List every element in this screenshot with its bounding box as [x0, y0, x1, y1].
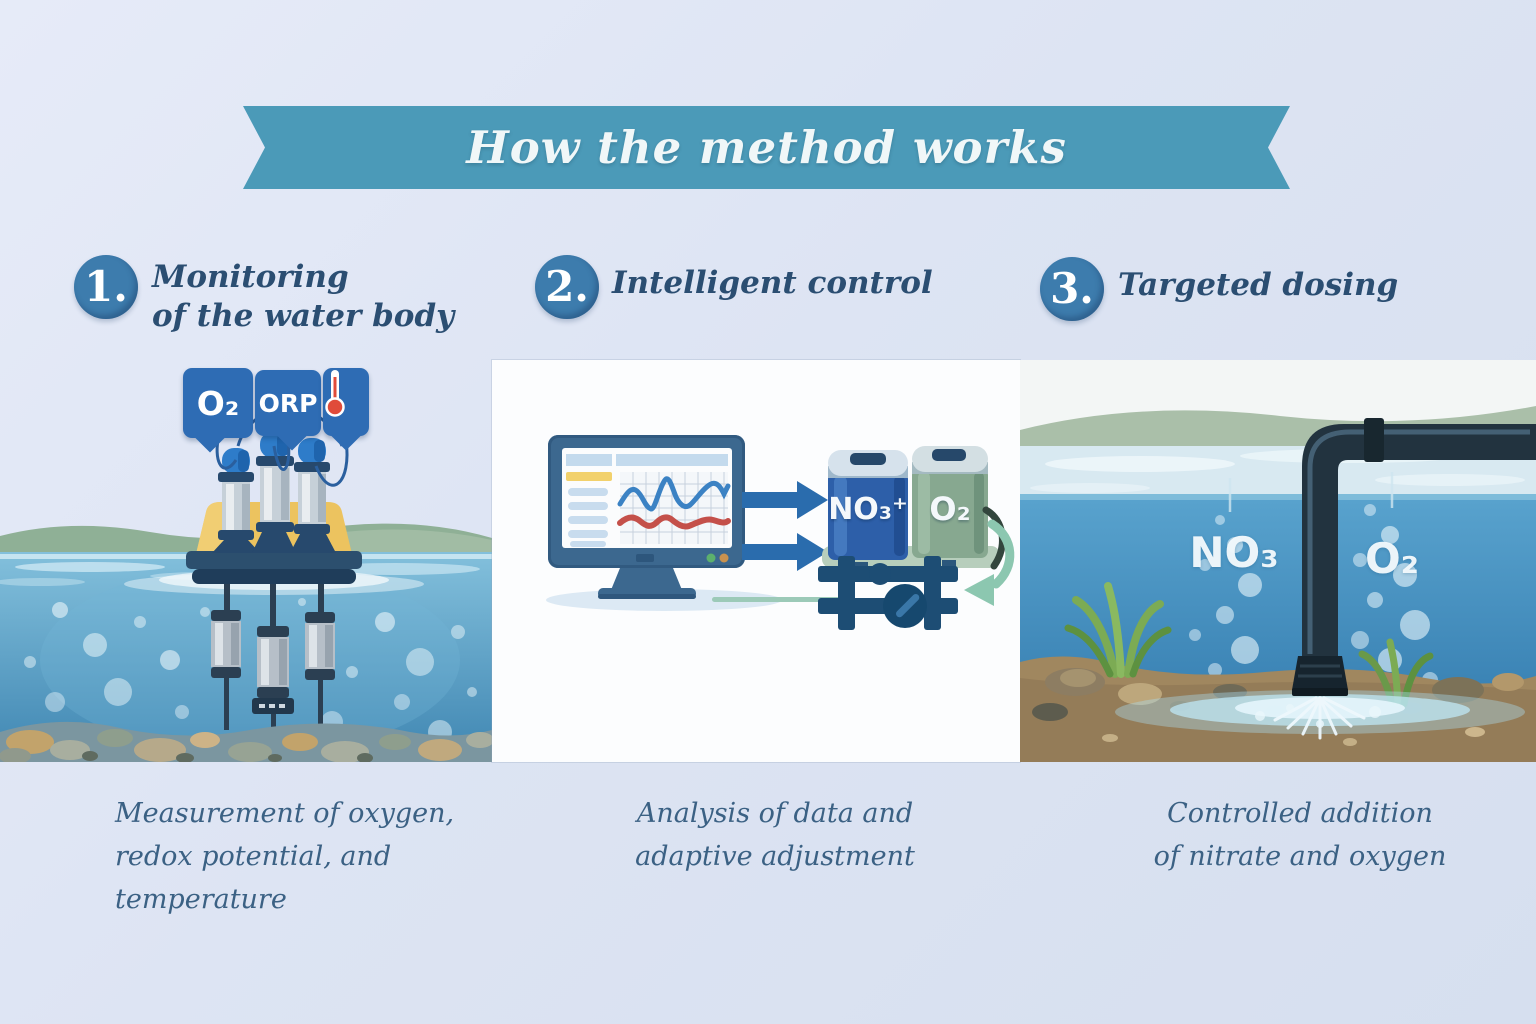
step-1-badge: 1.	[74, 255, 138, 319]
nitrate-tank-label: NO₃⁺	[828, 492, 908, 527]
caption-dosing-line1: Controlled addition	[1167, 798, 1433, 829]
seagrass-left	[1064, 582, 1172, 678]
step-1-title-line1: Monitoring	[152, 259, 349, 295]
step-3-number: 3.	[1050, 264, 1094, 313]
bubbles	[1180, 504, 1438, 712]
sensor-probes	[211, 584, 335, 760]
redox-tag-label: ORP	[258, 388, 318, 418]
caption-monitoring: Measurement of oxygen, redox potential, …	[115, 792, 545, 921]
panel-monitoring-illustration: O₂ ORP	[0, 360, 492, 762]
monitoring-scene	[0, 407, 492, 762]
panel-control-illustration: NO₃⁺ O₂	[492, 360, 1020, 762]
redox-sensor-tag: ORP	[255, 370, 321, 451]
temperature-sensor-tag	[323, 368, 369, 451]
banner-title: How the method works	[466, 121, 1067, 174]
step-2-title-line1: Intelligent control	[612, 265, 933, 301]
valve-manifold	[818, 556, 958, 630]
oxygen-tag-label: O₂	[196, 383, 240, 423]
step-1-title-line2: of the water body	[152, 298, 455, 334]
thermometer-icon	[325, 370, 345, 417]
banner-ribbon: How the method works	[243, 106, 1290, 189]
spray-bubbles	[1255, 704, 1381, 728]
feedback-line	[712, 597, 844, 602]
feedback-arrow	[964, 519, 1015, 606]
discharge-spray	[1273, 696, 1366, 740]
data-arrows	[742, 481, 828, 571]
dosing-scene	[1020, 360, 1536, 762]
dosing-pipe	[1292, 418, 1536, 696]
step-3-title: Targeted dosing	[1118, 266, 1398, 305]
caption-control: Analysis of data and adaptive adjustment	[605, 792, 945, 878]
caption-control-line2: adaptive adjustment	[635, 841, 915, 872]
oxygen-sensor-tag: O₂	[183, 368, 253, 453]
step-1-title: Monitoring of the water body	[152, 258, 454, 336]
step-2-title: Intelligent control	[612, 264, 933, 303]
sediment	[0, 721, 492, 762]
caption-dosing-line2: of nitrate and oxygen	[1153, 841, 1447, 872]
monitor-chart	[617, 472, 731, 544]
monitor	[548, 435, 745, 599]
step-3-badge: 3.	[1040, 257, 1104, 321]
caption-monitoring-line2: redox potential, and temperature	[115, 841, 392, 915]
oxygen-water-label: O₂	[1364, 534, 1420, 583]
oxygen-tank	[912, 446, 988, 558]
sidebar-items	[568, 488, 608, 547]
panel-dosing-illustration: NO₃ O₂	[1020, 360, 1536, 762]
caption-dosing: Controlled addition of nitrate and oxyge…	[1125, 792, 1475, 878]
caption-control-line1: Analysis of data and	[636, 798, 914, 829]
control-scene	[546, 435, 1015, 630]
nitrate-water-label: NO₃	[1189, 528, 1279, 577]
step-3-title-line1: Targeted dosing	[1118, 267, 1399, 303]
step-2-badge: 2.	[535, 255, 599, 319]
caption-monitoring-line1: Measurement of oxygen,	[115, 798, 455, 829]
step-1-number: 1.	[84, 262, 128, 311]
oxygen-tank-label: O₂	[929, 490, 971, 528]
step-2-number: 2.	[545, 262, 589, 311]
nitrate-tank	[828, 450, 908, 560]
